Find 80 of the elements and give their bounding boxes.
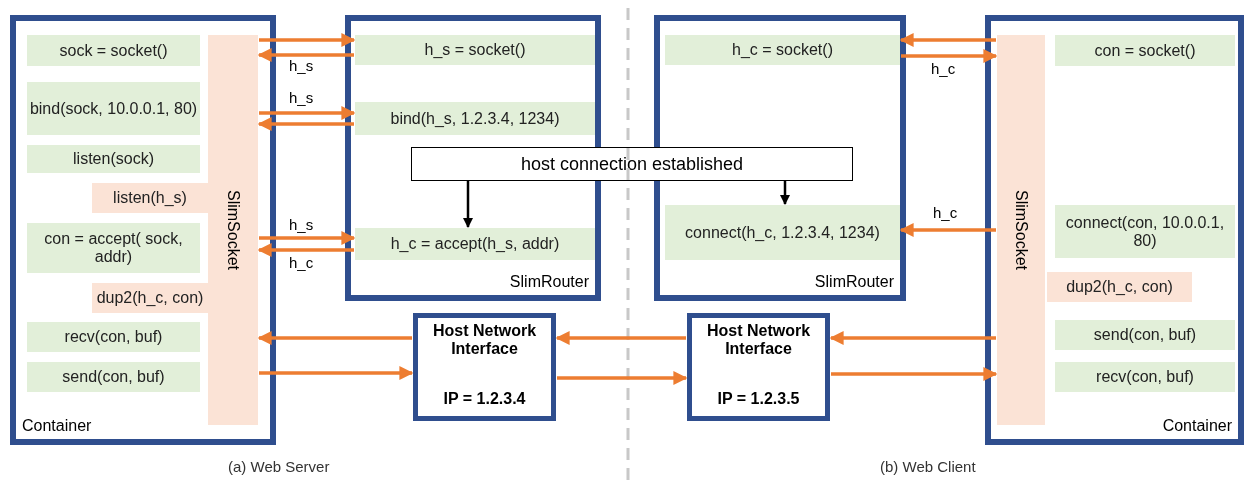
arrow <box>257 117 354 131</box>
status-text: host connection established <box>520 153 744 175</box>
code-text: dup2(h_c, con) <box>96 289 204 307</box>
code-text: sock = socket() <box>59 41 168 60</box>
interface-text: Host Network Interface <box>431 322 538 358</box>
code-text: recv(con, buf) <box>1096 368 1194 386</box>
code-text: send(con, buf) <box>1093 326 1197 344</box>
code-box <box>1055 320 1235 350</box>
panel-caption: (b) Web Client <box>880 458 976 475</box>
arrow <box>259 106 356 120</box>
code-box <box>1047 272 1192 302</box>
arrow <box>899 223 996 237</box>
code-box <box>1055 362 1235 392</box>
arrow <box>259 33 356 47</box>
code-text: send(con, buf) <box>62 368 165 386</box>
code-box <box>92 283 208 313</box>
code-box <box>27 82 200 135</box>
code-text: recv(con, buf) <box>64 328 163 346</box>
router-box <box>654 15 906 301</box>
arrow <box>780 181 790 205</box>
edge-label: h_c <box>930 60 957 77</box>
code-box <box>665 35 900 65</box>
arrow <box>259 231 356 245</box>
arrow <box>555 331 686 345</box>
code-text: bind(sock, 10.0.0.1, 80) <box>29 99 198 118</box>
arrow <box>557 371 688 385</box>
layer-title: SlimSocket <box>1012 190 1030 270</box>
arrow <box>257 331 412 345</box>
edge-label: h_s <box>288 57 315 74</box>
arrow <box>463 181 473 228</box>
arrow <box>259 366 414 380</box>
code-box <box>27 145 200 173</box>
code-box <box>1055 35 1235 66</box>
edge-label: h_s <box>288 89 315 106</box>
arrow <box>257 48 354 62</box>
code-box <box>27 223 200 273</box>
interface-text: IP = 1.2.3.5 <box>717 390 800 408</box>
arrow <box>831 367 998 381</box>
status-box <box>411 147 853 181</box>
code-text: listen(sock) <box>73 150 154 168</box>
code-text: h_c = accept(h_s, addr) <box>390 235 560 253</box>
container-box <box>985 15 1244 445</box>
arrow <box>829 331 996 345</box>
interface-text: Host Network Interface <box>705 322 812 358</box>
arrow <box>257 243 354 257</box>
arrow <box>899 33 996 47</box>
router-title: SlimRouter <box>509 273 589 291</box>
code-box <box>27 362 200 392</box>
container-title: Container <box>1162 417 1232 435</box>
container-title: Container <box>22 417 92 435</box>
router-title: SlimRouter <box>814 273 894 291</box>
code-text: connect(h_c, 1.2.3.4, 1234) <box>685 223 880 242</box>
edge-label: h_s <box>288 216 315 233</box>
socket-layer-bar <box>997 35 1045 425</box>
arrow <box>901 49 998 63</box>
layer-title: SlimSocket <box>224 190 242 270</box>
code-text: bind(h_s, 1.2.3.4, 1234) <box>390 109 560 128</box>
code-text: connect(con, 10.0.0.1, 80) <box>1064 213 1226 250</box>
code-box <box>27 322 200 352</box>
code-text: h_c = socket() <box>732 41 833 59</box>
code-box <box>355 102 595 135</box>
edge-label: h_c <box>288 254 315 271</box>
code-box <box>355 228 595 260</box>
code-box <box>665 205 900 260</box>
interface-box <box>413 313 556 421</box>
code-box <box>355 35 595 65</box>
interface-box <box>687 313 830 421</box>
panel-caption: (a) Web Server <box>228 458 330 475</box>
socket-layer-bar <box>208 35 258 425</box>
code-box <box>92 183 208 213</box>
code-box <box>27 35 200 66</box>
interface-text: IP = 1.2.3.4 <box>443 390 526 408</box>
code-text: con = socket() <box>1094 41 1196 60</box>
code-text: listen(h_s) <box>113 189 187 207</box>
code-box <box>1055 205 1235 258</box>
code-text: h_s = socket() <box>424 41 526 59</box>
code-text: dup2(h_c, con) <box>1066 278 1173 296</box>
edge-label: h_c <box>932 204 959 221</box>
code-text: con = accept( sock, addr) <box>43 230 184 266</box>
container-box <box>10 15 276 445</box>
